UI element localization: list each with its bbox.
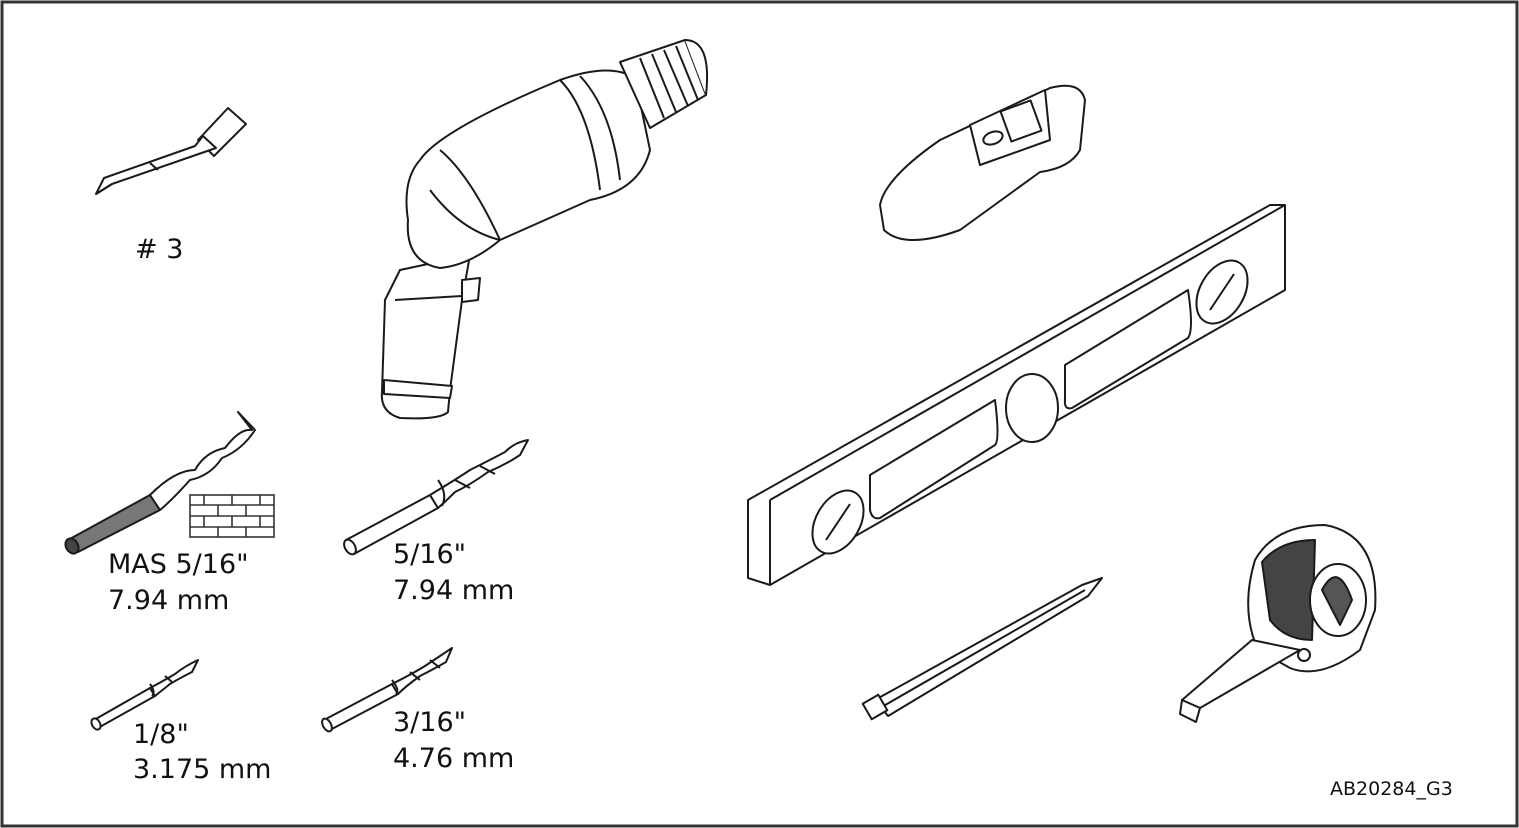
masonry-bit-icon — [64, 411, 256, 555]
stud-finder-icon — [879, 84, 1086, 241]
masonry-bit-label-metric: 7.94 mm — [108, 585, 230, 616]
screwdriver-bit-label: # 3 — [135, 234, 184, 265]
brick-wall-icon — [189, 494, 275, 538]
drill-bit-1-8-icon — [90, 659, 199, 731]
bit-5-16-label-metric: 7.94 mm — [393, 575, 515, 606]
level-icon — [747, 204, 1286, 586]
pencil-icon — [861, 577, 1103, 721]
drill-bit-3-16-icon — [321, 647, 453, 733]
drill-bit-5-16-icon — [343, 439, 529, 556]
bit-5-16-label-size: 5/16" — [393, 539, 467, 570]
bit-1-8-label-metric: 3.175 mm — [133, 754, 272, 785]
drill-icon — [380, 39, 709, 420]
bit-3-16-label-metric: 4.76 mm — [393, 743, 515, 774]
masonry-bit-label-size: MAS 5/16" — [108, 549, 249, 580]
figure-id: AB20284_G3 — [1330, 778, 1453, 800]
screwdriver-bit-icon — [95, 107, 247, 195]
tape-measure-icon — [1179, 524, 1377, 723]
bit-1-8-label-size: 1/8" — [133, 719, 189, 750]
bit-3-16-label-size: 3/16" — [393, 707, 467, 738]
